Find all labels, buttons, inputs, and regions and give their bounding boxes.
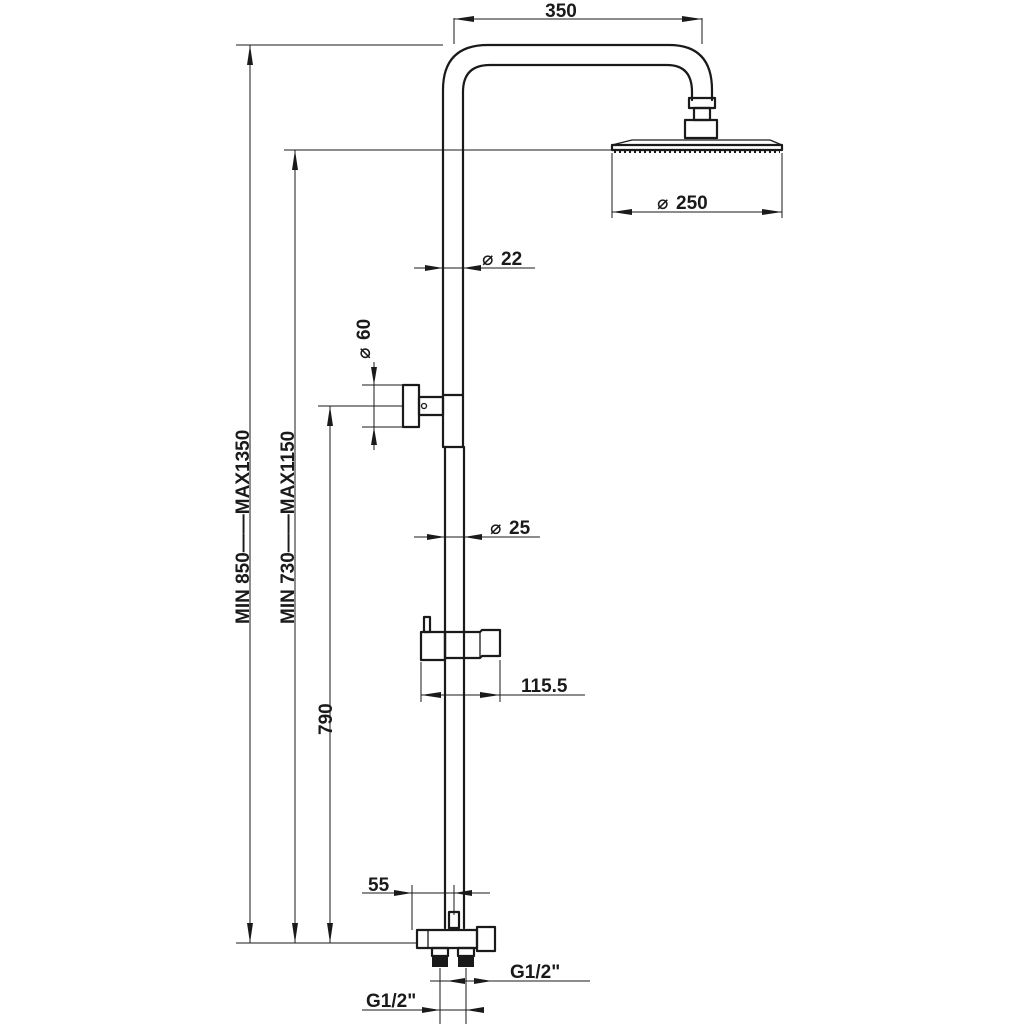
arrow [474, 978, 492, 984]
arrow [447, 978, 465, 984]
diameter-symbol: ⌀ [354, 348, 375, 359]
arrow [612, 209, 632, 215]
arrow [327, 923, 333, 943]
diameter-symbol: ⌀ [482, 249, 493, 270]
pipe-coupling [441, 393, 465, 449]
label-head-diameter: 250 [676, 193, 708, 214]
wall-bracket-plate [401, 383, 421, 429]
arrow [371, 367, 377, 385]
label-total-height: MIN 850——MAX1350 [233, 430, 254, 624]
diverter-outlet [475, 925, 497, 953]
arrow [427, 534, 445, 540]
inlet-left-thread [432, 957, 448, 967]
inlet-right-nut [456, 946, 476, 958]
slider-body [419, 630, 447, 662]
arrow [421, 692, 441, 698]
label-thread-right: G1/2" [510, 962, 560, 983]
shower-head [610, 143, 784, 152]
arrow [247, 45, 253, 65]
label-slider-projection: 115.5 [521, 676, 568, 697]
arrow [394, 890, 412, 896]
arrow [327, 406, 333, 426]
diverter-body [415, 928, 479, 950]
shower-column [401, 43, 784, 967]
label-upper-pipe-diameter: 22 [501, 249, 522, 270]
arrow [371, 427, 377, 445]
gooseneck-arm-outer [441, 43, 714, 397]
diameter-symbol: ⌀ [490, 518, 501, 539]
arrow [422, 1007, 440, 1013]
arrow [425, 265, 443, 271]
wall-bracket-arm [417, 395, 445, 417]
arrow [464, 534, 482, 540]
label-bracket-diameter: 60 [354, 319, 375, 340]
hand-shower-holder [443, 628, 502, 660]
label-lower-pipe-diameter: 25 [509, 518, 531, 539]
arrow [463, 265, 481, 271]
label-60-group: ⌀ 60 [354, 319, 375, 359]
diameter-symbol: ⌀ [657, 193, 668, 214]
arrow [292, 150, 298, 170]
arrow [466, 1007, 484, 1013]
slider-knob [422, 615, 432, 634]
inlet-right-thread [458, 957, 474, 967]
arrow [762, 209, 782, 215]
label-arm-width: 350 [545, 1, 577, 22]
label-head-height: MIN 730——MAX1150 [278, 431, 299, 624]
shower-head-bevel-right [769, 139, 783, 146]
arrow [454, 890, 472, 896]
label-bracket-height: 790 [316, 703, 337, 735]
arrow [247, 923, 253, 943]
arm-collar-lower [692, 106, 712, 122]
dimension-labels: 350 ⌀ 250 ⌀ 22 ⌀ 60 ⌀ 25 115.5 55 G1/2" … [233, 1, 708, 1012]
label-offset: 55 [368, 875, 390, 896]
arrow [292, 923, 298, 943]
dimension-lines [236, 16, 783, 1024]
label-thread-left: G1/2" [366, 991, 416, 1012]
bracket-screw [420, 402, 428, 410]
inlet-left-nut [430, 946, 450, 958]
arrow [480, 692, 500, 698]
arrow [454, 16, 474, 22]
gooseneck-arm-inner [461, 63, 694, 397]
shower-head-bevel-left [611, 139, 633, 146]
head-connector [683, 118, 719, 140]
arrow [682, 16, 702, 22]
